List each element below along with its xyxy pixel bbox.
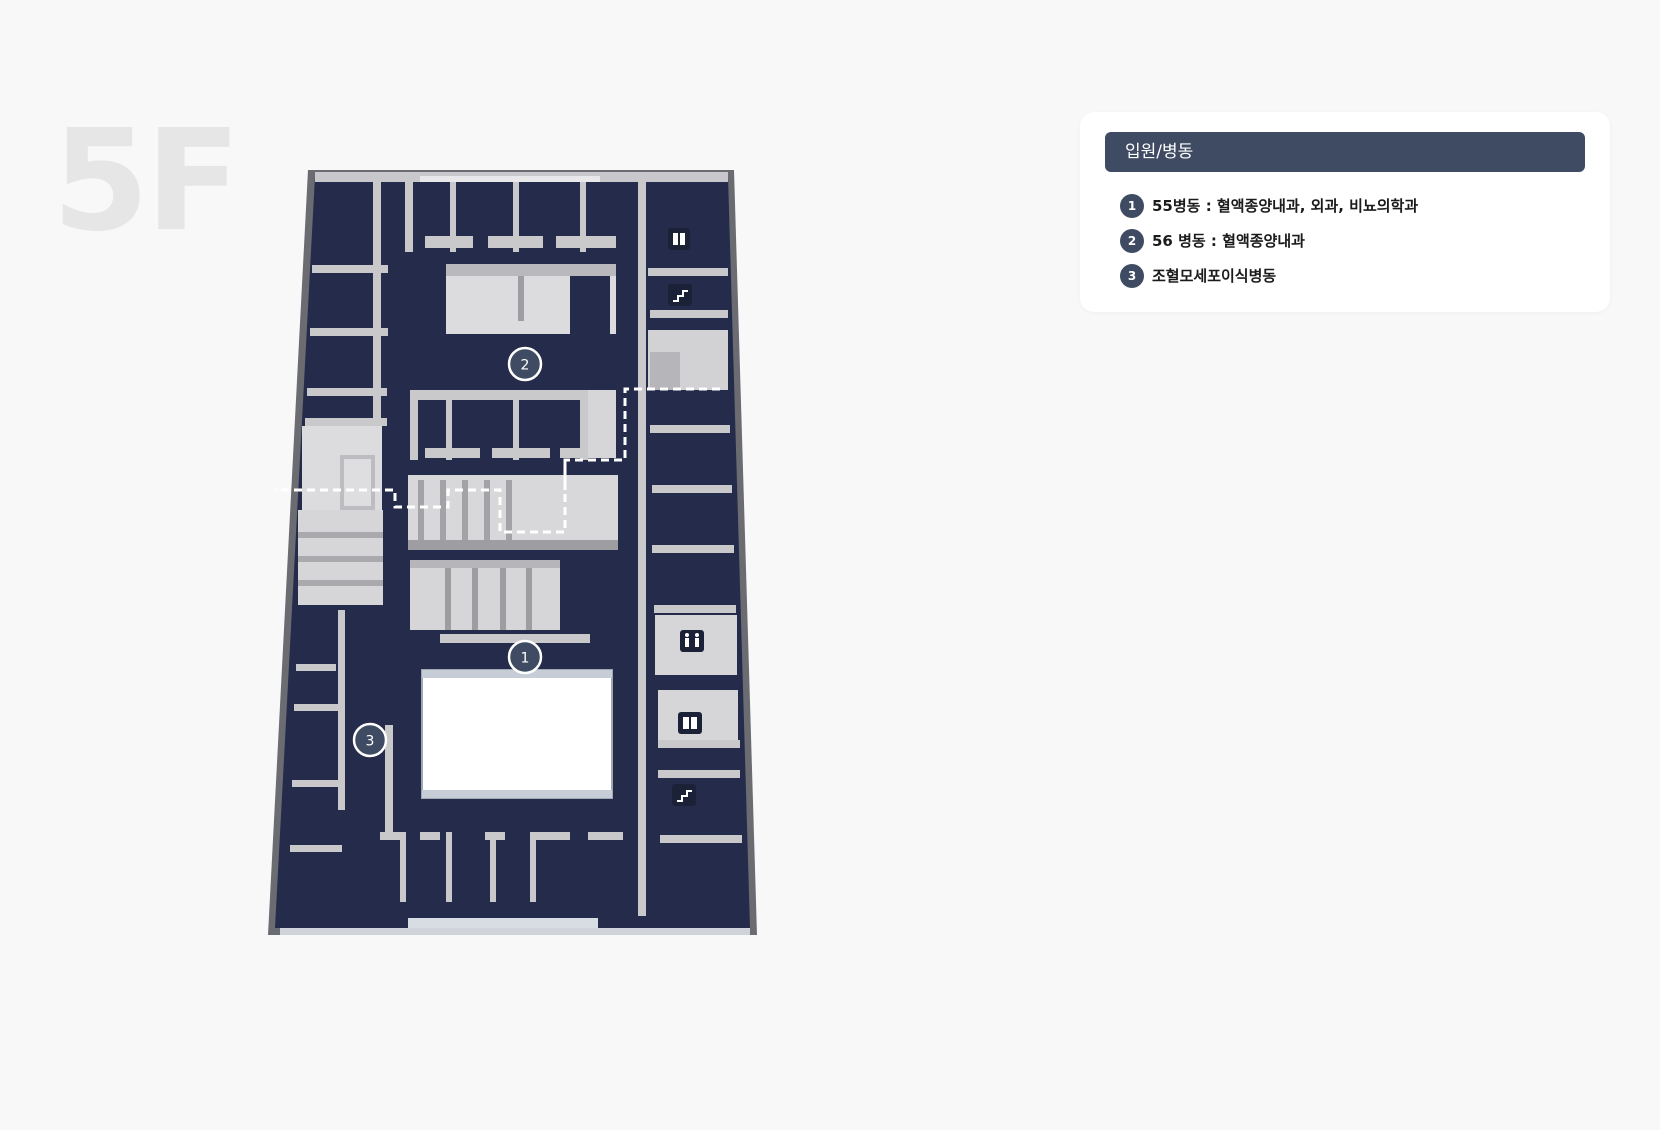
ward-marker-3-label: 3 xyxy=(366,734,375,750)
ward-marker-1-label: 1 xyxy=(521,651,530,667)
legend-item-label: 56 병동 : 혈액종양내과 xyxy=(1152,232,1305,250)
legend-badge: 1 xyxy=(1120,193,1144,218)
legend-item-label: 조혈모세포이식병동 xyxy=(1152,267,1277,285)
ward-marker-2-label: 2 xyxy=(521,358,530,374)
ward-marker-2[interactable]: 2 xyxy=(507,346,543,382)
legend-item[interactable]: 2 56 병동 : 혈액종양내과 xyxy=(1120,223,1418,258)
top-center-rooms xyxy=(405,182,616,252)
left-rooms xyxy=(305,182,388,537)
legend-badge: 2 xyxy=(1120,228,1144,253)
ward-boundary-dashed xyxy=(275,387,720,534)
lower-center-rooms xyxy=(410,560,560,630)
legend-card: 입원/병동 1 55병동 : 혈액종양내과, 외과, 비뇨의학과 2 56 병동… xyxy=(1080,112,1610,312)
legend-item[interactable]: 3 조혈모세포이식병동 xyxy=(1120,258,1418,293)
legend-title: 입원/병동 xyxy=(1105,132,1585,172)
atrium xyxy=(421,669,613,799)
floor-plan-map: 2 1 3 xyxy=(260,160,770,950)
legend-item[interactable]: 1 55병동 : 혈액종양내과, 외과, 비뇨의학과 xyxy=(1120,188,1418,223)
restroom-icon xyxy=(680,630,704,652)
legend-list: 1 55병동 : 혈액종양내과, 외과, 비뇨의학과 2 56 병동 : 혈액종… xyxy=(1120,188,1418,293)
elevator-icon-2 xyxy=(678,712,702,734)
bottom-rooms xyxy=(380,832,623,928)
stairs-icon xyxy=(668,284,692,306)
left-bottom-rooms xyxy=(290,610,393,852)
stairs-icon-2 xyxy=(672,784,696,806)
ward-marker-1[interactable]: 1 xyxy=(507,639,543,675)
legend-item-label: 55병동 : 혈액종양내과, 외과, 비뇨의학과 xyxy=(1152,197,1419,215)
elevator-icon xyxy=(668,228,690,250)
inner-grey-zone xyxy=(408,475,618,550)
right-rooms xyxy=(638,176,742,916)
ward-marker-3[interactable]: 3 xyxy=(352,722,388,758)
building-floor xyxy=(275,176,750,928)
legend-badge: 3 xyxy=(1120,263,1144,288)
floor-label: 5F xyxy=(52,100,241,263)
